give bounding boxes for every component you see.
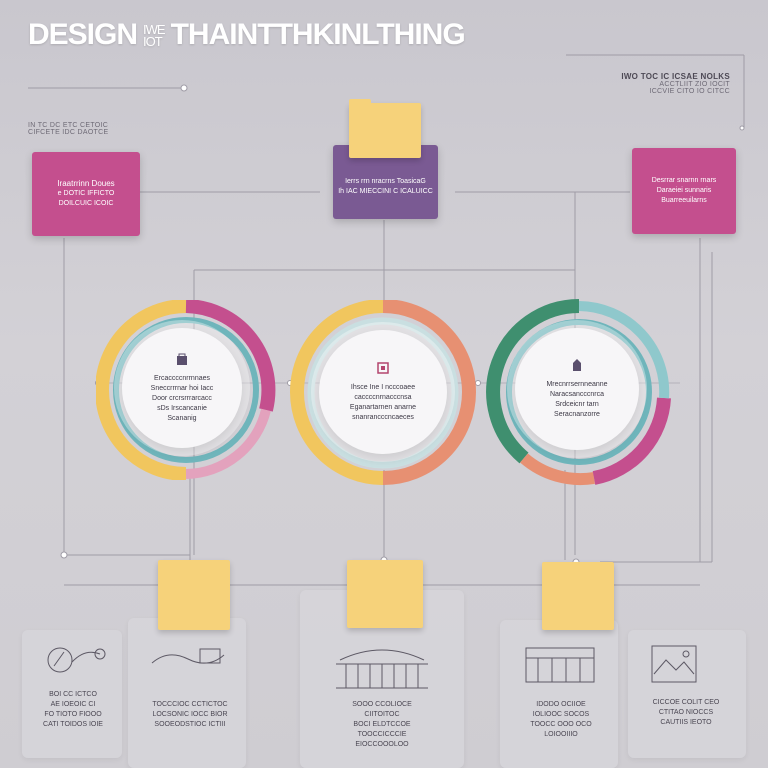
circle-text: sDs Irscancanie — [157, 405, 207, 412]
top-left-caption: IN TC DC ETC CETOIC CIFCETE IDC DAOTCE — [28, 122, 108, 136]
panel-line: FO TIOTO FIOOO — [44, 711, 102, 718]
circle-text: Srdceicnr tarn — [555, 401, 599, 408]
circle-text: Mrecnrrsernneanne — [546, 381, 608, 388]
circle-content-2[interactable]: Ihsce Ine I ncccoaee caccccnrnacccnsa Eg… — [319, 330, 447, 454]
panel-line: CAUTIIS IEOTO — [660, 719, 712, 726]
bag-icon — [177, 353, 187, 365]
panel-line: SOOEODSTIOC ICTIII — [154, 721, 226, 728]
panel-text-3: SOOO CCOLIOCE CIITOITOC BOCI ELDTCCOE TO… — [316, 700, 448, 750]
circle-text: snanrancccncaeces — [352, 414, 414, 421]
bottom-panel-1 — [22, 630, 122, 758]
title-small-bottom: IOT — [143, 34, 163, 50]
card-text: Ierrs rrn nracrns ToasicaG — [345, 178, 426, 185]
landscape-icon — [651, 645, 697, 683]
note-line: ACCTLIIT ZIO IOCIT — [659, 81, 730, 88]
station-icon — [525, 647, 595, 683]
bottom-panel-4 — [500, 620, 618, 768]
card-text: Daraeiei sunnaris — [656, 187, 712, 194]
title-small-top: IWE — [143, 22, 166, 38]
frame-icon — [377, 362, 389, 374]
circle-text: Naracsancccnrca — [549, 391, 605, 398]
sketch-icon — [47, 647, 106, 673]
circle-text: Ercaccccnrrnnaes — [153, 375, 211, 382]
sticky-note-1 — [158, 560, 230, 630]
caption-line: CIFCETE IDC DAOTCE — [28, 129, 109, 136]
panel-line: TOOCCICCCIE — [357, 731, 407, 738]
panel-line: CIITOITOC — [364, 711, 400, 718]
sticky-note-3 — [542, 562, 614, 630]
card-text: e DOTIC IFFICTO — [57, 190, 115, 197]
panel-text-4: IDODO OCIIOE IOLIOOC SOCOS TOOCC OOO OCO… — [512, 700, 610, 740]
circle-text: Scananig — [167, 415, 197, 422]
building-icon — [336, 649, 428, 689]
panel-line: CATI TOIDOS IOIE — [43, 721, 103, 728]
circle-ring-1 — [96, 300, 276, 480]
sticky-note-2 — [347, 560, 423, 628]
card-text: Buarreeuilarns — [661, 197, 707, 204]
tower-icon — [573, 359, 581, 371]
circle-text: Ihsce Ine I ncccoaee — [350, 384, 416, 391]
card-left[interactable]: Iraatrrinn Doues e DOTIC IFFICTO DOILCUI… — [32, 152, 140, 236]
brush-icon — [151, 648, 225, 664]
circle-text: Seracnanzorre — [554, 411, 600, 418]
card-text: Desrrar snarnn rnars — [651, 177, 717, 184]
circle-text: caccccnrnacccnsa — [354, 394, 412, 401]
panel-line: CTITAO NIOCCS — [658, 709, 714, 716]
panel-line: TOCCCIOC CCTICTOC — [152, 701, 228, 708]
top-right-note: IWO TOC IC ICSAE NOLKS ACCTLIIT ZIO IOCI… — [600, 72, 730, 95]
bottom-panel-2 — [128, 618, 246, 768]
circle-text: Sneccrrrnar hoi Iacc — [150, 385, 214, 392]
circle-ring-2 — [290, 300, 476, 485]
panel-text-1: BOI CC ICTCO AE IOEOIC CI FO TIOTO FIOOO… — [30, 690, 116, 730]
panel-line: IDODO OCIIOE — [536, 701, 586, 708]
title-right: THAINTTHKINLTHING — [170, 18, 466, 51]
title-left: DESIGN — [28, 18, 138, 51]
note-heading: IWO TOC IC ICSAE NOLKS — [621, 72, 730, 81]
sticky-note-top — [349, 99, 421, 158]
circle-text: Eganartarnen anarne — [349, 404, 417, 411]
circle-content-3[interactable]: Mrecnrrsernneanne Naracsancccnrca Srdcei… — [515, 328, 639, 450]
panel-line: SOOO CCOLIOCE — [352, 701, 412, 708]
panel-line: BOCI ELDTCCOE — [353, 721, 411, 728]
circle-content-1[interactable]: Ercaccccnrrnnaes Sneccrrrnar hoi Iacc Do… — [122, 328, 242, 448]
circle-ring-3 — [486, 299, 671, 486]
panel-line: LOIOOIIIO — [544, 731, 578, 738]
panel-line: AE IOEOIC CI — [50, 701, 96, 708]
panel-line: EIOCCOOOLOO — [355, 741, 409, 748]
caption-line: IN TC DC ETC CETOIC — [28, 122, 109, 129]
panel-text-5: CICCOE COLIT CEO CTITAO NIOCCS CAUTIIS I… — [632, 698, 740, 728]
card-text: Ih IAC MIECCINI C ICALUICC — [338, 188, 433, 195]
card-text: DOILCUIC ICOIC — [58, 200, 114, 207]
panel-text-2: TOCCCIOC CCTICTOC LOCSONIC IOCC BIOR SOO… — [140, 700, 240, 730]
panel-line: LOCSONIC IOCC BIOR — [152, 711, 228, 718]
note-line: ICCVIE CITO IO CITCC — [649, 88, 730, 95]
card-text: Iraatrrinn Doues — [57, 179, 115, 188]
note-tab — [349, 99, 371, 105]
panel-line: CICCOE COLIT CEO — [652, 699, 720, 706]
card-right[interactable]: Desrrar snarnn rnars Daraeiei sunnaris B… — [632, 148, 736, 234]
panel-line: BOI CC ICTCO — [49, 691, 97, 698]
panel-line: TOOCC OOO OCO — [530, 721, 592, 728]
circle-text: Door crcrsrrrarcacc — [152, 395, 212, 402]
panel-line: IOLIOOC SOCOS — [532, 711, 590, 718]
